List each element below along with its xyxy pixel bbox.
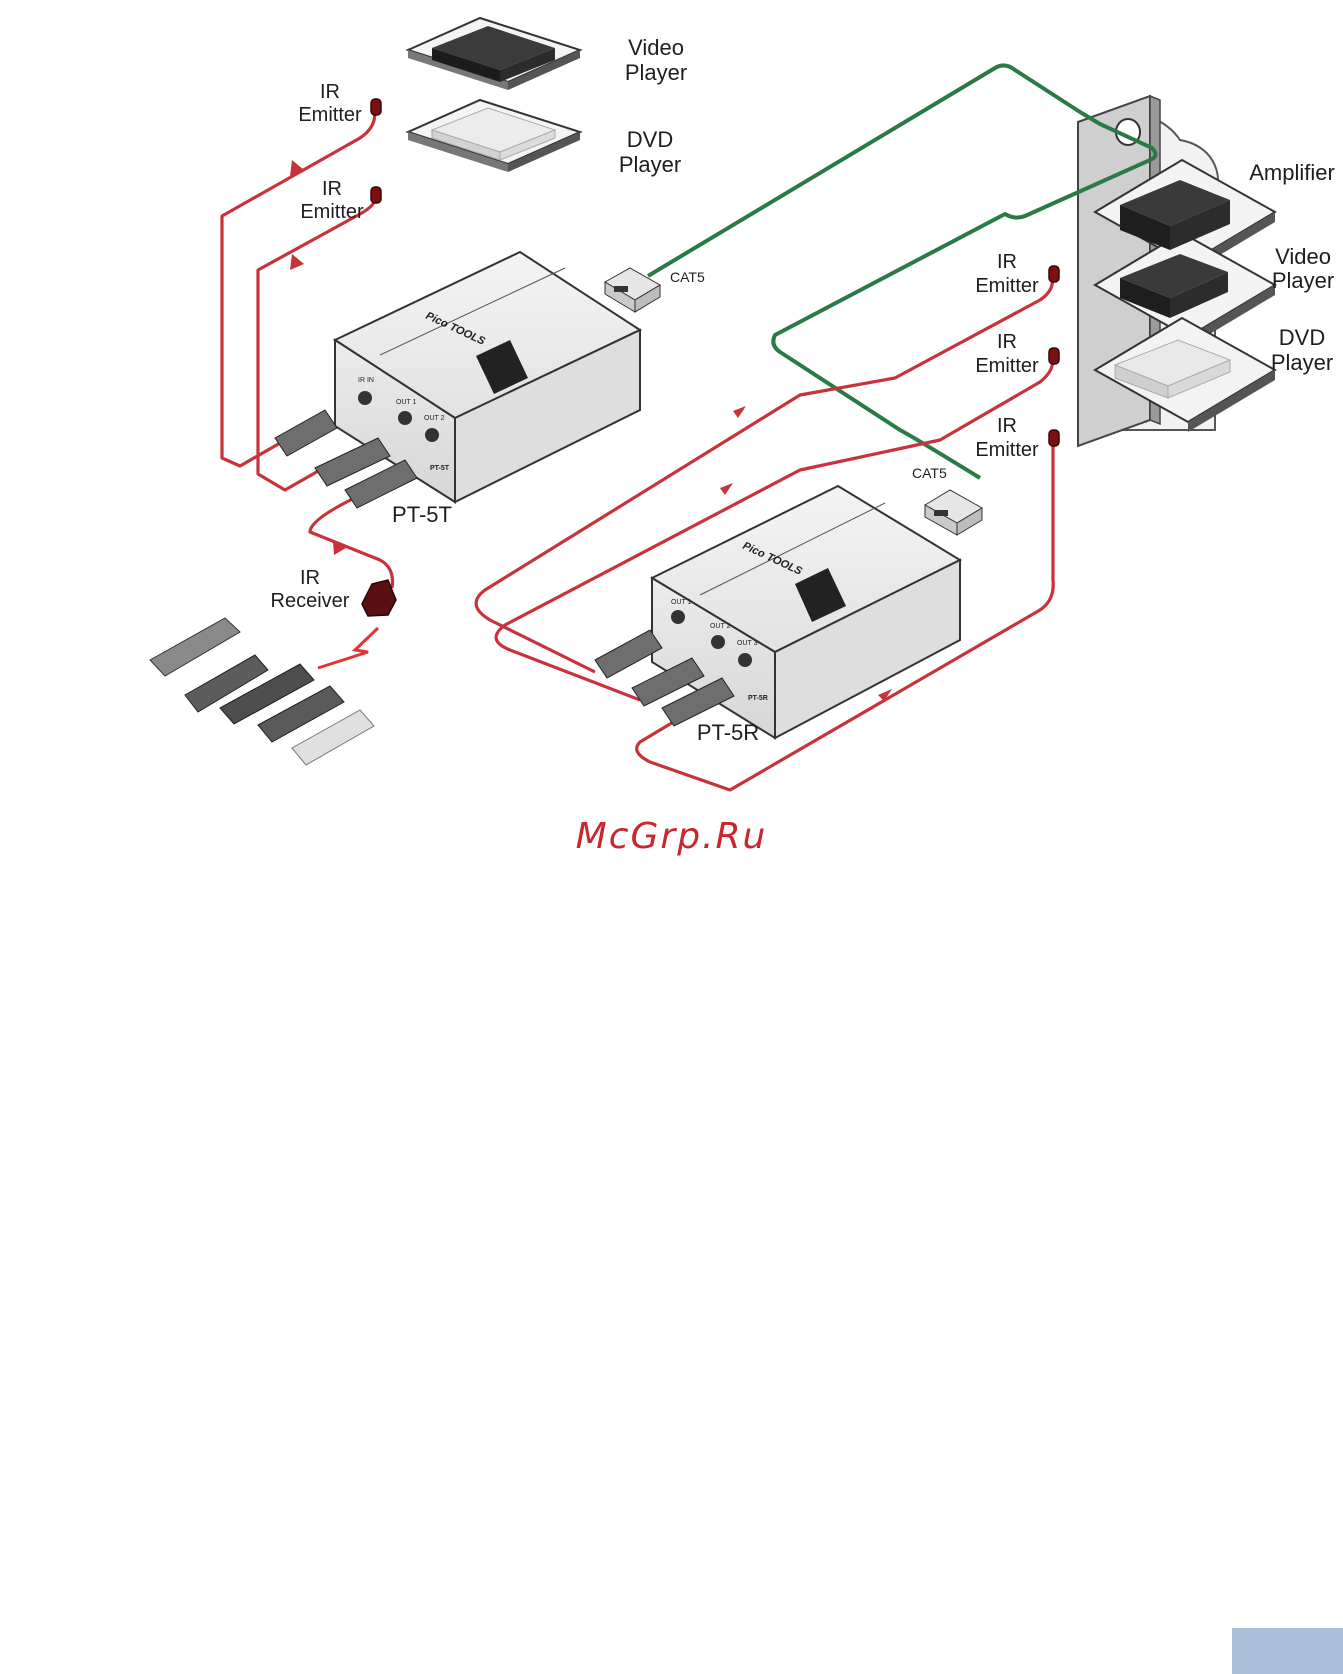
pt-5r-device: Pico TOOLS OUT 1 OUT 2 OUT 3 PT-5R (595, 486, 982, 738)
label-pt-5r: PT-5R (697, 720, 759, 745)
label-pt-5t: PT-5T (392, 502, 452, 527)
source-shelf-top (408, 18, 580, 172)
label-ir-emitter-4-b: Emitter (975, 355, 1039, 377)
pt-5t-device: Pico TOOLS IR IN OUT 1 OUT 2 PT-5T (275, 252, 660, 508)
pt-5t-port-irin: IR IN (358, 377, 374, 384)
label-ir-receiver-1: IR (300, 567, 320, 589)
label-video-player-rack-2: Player (1272, 268, 1334, 293)
label-video-player-top-1: Video (628, 35, 684, 60)
label-dvd-player-rack-1: DVD (1279, 325, 1325, 350)
page-corner-tab (1232, 1628, 1343, 1674)
label-ir-emitter-1-a: IR (320, 81, 340, 103)
label-ir-emitter-3-a: IR (997, 251, 1017, 273)
pt-5r-port-out1: OUT 1 (671, 599, 692, 606)
pt-5t-port-out1: OUT 1 (396, 399, 417, 406)
pt-5t-port-out2: OUT 2 (424, 415, 445, 422)
connection-diagram: Pico TOOLS IR IN OUT 1 OUT 2 PT-5T Pico … (0, 0, 1343, 800)
label-ir-emitter-3-b: Emitter (975, 275, 1039, 297)
label-ir-emitter-2-b: Emitter (300, 201, 364, 223)
label-ir-emitter-1-b: Emitter (298, 104, 362, 126)
label-cat5-top: CAT5 (670, 269, 705, 285)
pt-5r-port-out2: OUT 2 (710, 623, 731, 630)
label-video-player-rack-1: Video (1275, 244, 1331, 269)
label-cat5-bottom: CAT5 (912, 465, 947, 481)
label-ir-emitter-5-b: Emitter (975, 439, 1039, 461)
label-dvd-player-top-2: Player (619, 152, 681, 177)
label-ir-emitter-4-a: IR (997, 331, 1017, 353)
label-ir-emitter-5-a: IR (997, 415, 1017, 437)
label-amplifier: Amplifier (1249, 160, 1335, 185)
equipment-rack (1078, 96, 1275, 446)
pt-5r-port-out3: OUT 3 (737, 640, 758, 647)
pt-5r-cat5-jack (925, 490, 982, 535)
remote-controls (150, 618, 374, 765)
label-ir-receiver-2: Receiver (271, 590, 350, 612)
label-video-player-top-2: Player (625, 60, 687, 85)
label-ir-emitter-2-a: IR (322, 178, 342, 200)
watermark-text: McGrp.Ru (0, 816, 1343, 857)
label-dvd-player-top-1: DVD (627, 127, 673, 152)
label-dvd-player-rack-2: Player (1271, 350, 1333, 375)
pt-5t-model-badge: PT-5T (430, 465, 450, 472)
pt-5r-model-badge: PT-5R (748, 695, 768, 702)
